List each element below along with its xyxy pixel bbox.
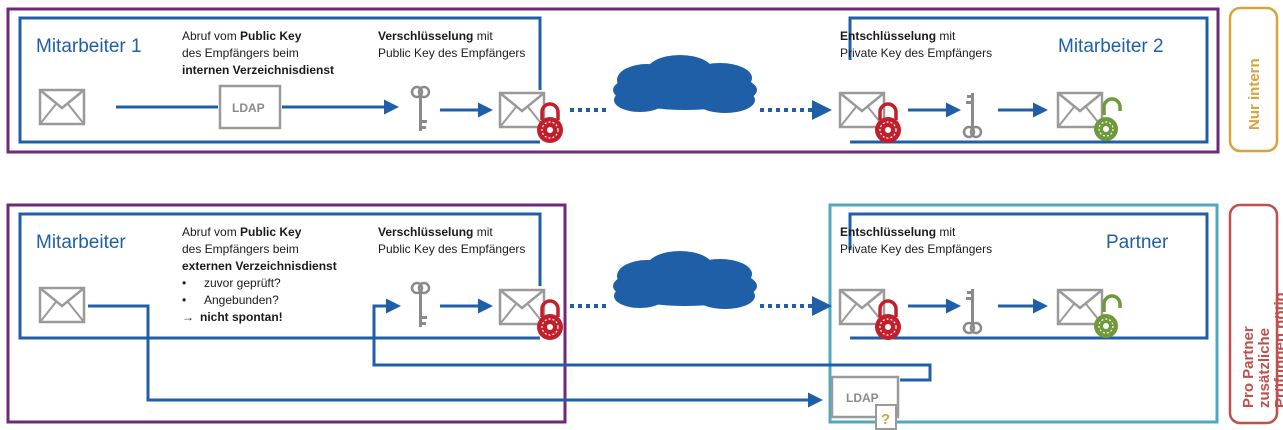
lock-red-icon xyxy=(535,102,565,145)
flow-line-to-ldap xyxy=(88,304,823,408)
sender-box-top xyxy=(18,16,542,144)
ldap-server-icon: LDAP xyxy=(218,84,282,130)
envelope-icon xyxy=(38,88,86,126)
external-frame xyxy=(6,203,567,424)
bullet-1: • xyxy=(182,276,186,290)
step2-line1-top: Verschlüsselung mit xyxy=(378,29,493,43)
unlocked-envelope-icon xyxy=(1056,288,1104,326)
lock-red-icon xyxy=(873,102,903,145)
step3-line1-top: Entschlüsselung mit xyxy=(840,29,956,43)
step1-line1-bottom: Abruf vom Public Key xyxy=(182,225,302,239)
cloud-icon xyxy=(613,55,757,113)
sender-box-bottom xyxy=(18,212,542,340)
receiver-title-top: Mitarbeiter 2 xyxy=(1058,36,1164,57)
step3-line2-top: Private Key des Empfängers xyxy=(840,46,992,60)
receiver-title-bottom: Partner xyxy=(1106,232,1169,253)
bullet-2-text: Angebunden? xyxy=(204,293,279,307)
certificate-question-icon: ? xyxy=(875,404,897,430)
locked-envelope-icon xyxy=(838,288,886,326)
key-icon xyxy=(962,91,983,139)
locked-envelope-icon xyxy=(498,288,546,326)
locked-envelope-icon xyxy=(838,91,886,129)
step1-line2-bottom: des Empfängers beim xyxy=(182,242,299,256)
unlocked-envelope-icon xyxy=(1056,91,1104,129)
side-label-partner-3: Prüfungen nötig xyxy=(1272,292,1283,408)
step1-line3-bottom: externen Verzeichnisdienst xyxy=(182,259,337,273)
sender-title-top: Mitarbeiter 1 xyxy=(36,36,142,57)
internal-frame xyxy=(6,7,1220,154)
receiver-box-top xyxy=(848,16,1209,144)
envelope-icon xyxy=(38,286,86,324)
step2-line1-bottom: Verschlüsselung mit xyxy=(378,225,493,239)
svg-text:LDAP: LDAP xyxy=(846,391,879,405)
side-box-partner xyxy=(1228,203,1279,425)
side-label-internal: Nur intern xyxy=(1246,58,1263,130)
step2-line2-bottom: Public Key des Empfängers xyxy=(378,242,525,256)
sender-title-bottom: Mitarbeiter xyxy=(36,232,126,253)
locked-envelope-icon xyxy=(498,91,546,129)
svg-text:LDAP: LDAP xyxy=(232,101,265,115)
lock-red-icon xyxy=(873,299,903,342)
receiver-box-bottom xyxy=(848,212,1209,340)
flow-line-from-ldap xyxy=(372,298,932,382)
step1-line1-top: Abruf vom Public Key xyxy=(182,29,302,43)
lock-red-icon xyxy=(535,299,565,342)
svg-text:?: ? xyxy=(881,411,890,428)
side-box-internal xyxy=(1228,6,1279,153)
step3-line2-bottom: Private Key des Empfängers xyxy=(840,242,992,256)
cloud-icon xyxy=(613,251,757,309)
bullet-1-text: zuvor geprüft? xyxy=(204,276,281,290)
key-icon xyxy=(962,287,983,335)
step3-line1-bottom: Entschlüsselung mit xyxy=(840,225,956,239)
side-label-partner-1: Pro Partner xyxy=(1240,326,1257,408)
key-icon xyxy=(410,281,431,329)
key-icon xyxy=(410,85,431,133)
bullet-2: • xyxy=(182,293,186,307)
side-label-partner-2: zusätzliche xyxy=(1256,328,1273,408)
step2-line2-top: Public Key des Empfängers xyxy=(378,46,525,60)
step1-line2-top: des Empfängers beim xyxy=(182,46,299,60)
conclusion-line: →nicht spontan! xyxy=(182,310,283,324)
step1-line3-top: internen Verzeichnisdienst xyxy=(182,63,334,77)
